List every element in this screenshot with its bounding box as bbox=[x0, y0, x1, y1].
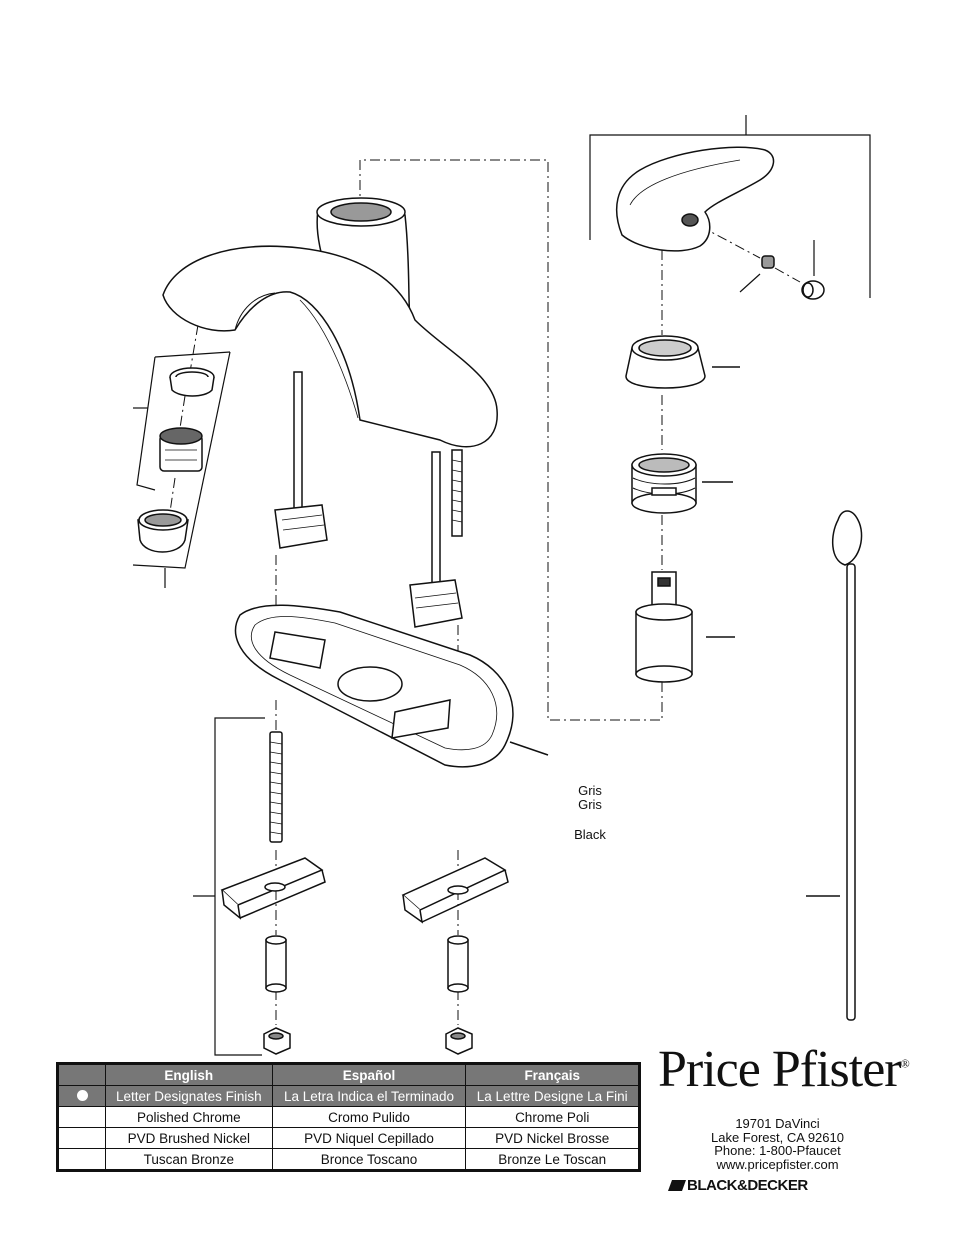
hex-nuts bbox=[263, 1027, 473, 1055]
designates-francais: La Lettre Designe La Fini bbox=[465, 1085, 640, 1107]
aerator-washer bbox=[169, 367, 215, 397]
finish-english: Tuscan Bronze bbox=[105, 1148, 273, 1171]
spacer-tubes bbox=[265, 935, 469, 993]
table-row: PVD Brushed Nickel PVD Niquel Cepillado … bbox=[57, 1127, 640, 1149]
table-row: Polished Chrome Cromo Pulido Chrome Poli bbox=[57, 1106, 640, 1128]
callout-black: Black bbox=[574, 827, 606, 842]
handle-lever bbox=[616, 146, 775, 252]
header-english: English bbox=[105, 1063, 273, 1086]
aerator-housing bbox=[137, 509, 189, 553]
handle-bracket bbox=[589, 115, 871, 298]
brand-logo-text: Price Pfister bbox=[658, 1041, 902, 1098]
registered-mark: ® bbox=[900, 1056, 910, 1071]
hexagon-icon bbox=[667, 1180, 687, 1191]
parent-brand-logo: BLACK&DECKER bbox=[667, 1177, 808, 1194]
finish-code-cell bbox=[57, 1127, 106, 1149]
company-address: 19701 DaVinci Lake Forest, CA 92610 Phon… bbox=[690, 1117, 865, 1171]
brand-logo: Price Pfister® bbox=[658, 1040, 910, 1099]
finish-code-cell bbox=[57, 1148, 106, 1171]
spout-body bbox=[162, 197, 498, 448]
threaded-rod bbox=[269, 731, 283, 843]
set-screw bbox=[761, 255, 775, 269]
mounting-brackets bbox=[220, 857, 509, 924]
finish-english: Polished Chrome bbox=[105, 1106, 273, 1128]
phone-number: Phone: 1-800-Pfaucet bbox=[714, 1143, 841, 1158]
header-francais: Français bbox=[465, 1063, 640, 1086]
finish-francais: PVD Nickel Brosse bbox=[465, 1127, 640, 1149]
finish-espanol: Bronce Toscano bbox=[271, 1148, 467, 1171]
header-espanol: Español bbox=[271, 1063, 467, 1086]
finish-code-cell bbox=[57, 1106, 106, 1128]
address-line-1: 19701 DaVinci bbox=[735, 1116, 820, 1131]
cartridge bbox=[635, 571, 735, 683]
finish-table-header: English Español Français bbox=[57, 1063, 640, 1086]
aerator-bracket bbox=[132, 351, 231, 588]
finish-espanol: Cromo Pulido bbox=[271, 1106, 467, 1128]
address-line-2: Lake Forest, CA 92610 bbox=[711, 1129, 844, 1145]
table-row: Tuscan Bronze Bronce Toscano Bronze Le T… bbox=[57, 1148, 640, 1171]
finish-marker-cell bbox=[57, 1085, 106, 1107]
mounting-kit-bracket bbox=[193, 717, 265, 1056]
lift-rod bbox=[806, 510, 863, 1021]
finish-espanol: PVD Niquel Cepillado bbox=[271, 1127, 467, 1149]
finish-francais: Chrome Poli bbox=[465, 1106, 640, 1128]
designates-espanol: La Letra Indica el Terminado bbox=[271, 1085, 467, 1107]
finish-table-designates: Letter Designates Finish La Letra Indica… bbox=[57, 1085, 640, 1107]
bonnet-nut bbox=[631, 453, 733, 514]
escutcheon-plate bbox=[234, 604, 549, 768]
parent-brand-text: BLACK&DECKER bbox=[687, 1177, 808, 1194]
finish-english: PVD Brushed Nickel bbox=[105, 1127, 273, 1149]
finish-francais: Bronze Le Toscan bbox=[465, 1148, 640, 1171]
designates-english: Letter Designates Finish bbox=[105, 1085, 273, 1107]
callout-gris-1: Gris bbox=[578, 783, 602, 798]
website-link[interactable]: www.pricepfister.com bbox=[716, 1156, 839, 1172]
bonnet-cap bbox=[625, 335, 740, 389]
filled-circle-icon bbox=[76, 1089, 88, 1101]
header-code-cell bbox=[57, 1063, 106, 1086]
spout-mounting-nuts bbox=[274, 504, 463, 628]
aerator-insert bbox=[159, 427, 203, 472]
finish-table: English Español Français Letter Designat… bbox=[56, 1062, 641, 1172]
callout-gris-2: Gris bbox=[578, 797, 602, 812]
index-button bbox=[801, 280, 825, 300]
